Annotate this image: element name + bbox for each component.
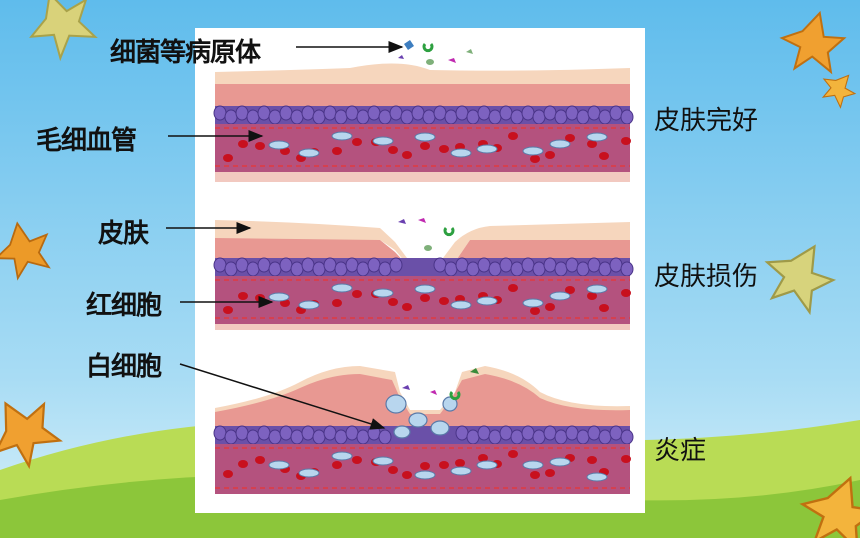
leaf-icon xyxy=(0,401,63,470)
pathogen-label: 细菌等病原体 xyxy=(110,38,261,68)
wbc-label: 白细胞 xyxy=(86,352,162,382)
skin-label: 皮肤 xyxy=(98,219,149,249)
capillary-label: 毛细血管 xyxy=(36,126,137,156)
leaf-icon xyxy=(799,475,860,538)
leaf-icon xyxy=(0,221,51,281)
leaf-icon xyxy=(779,10,847,75)
wbc-arrow xyxy=(179,363,386,430)
leaf-icon xyxy=(29,0,98,62)
intact-skin-label: 皮肤完好 xyxy=(654,106,759,136)
rbc-label: 红细胞 xyxy=(86,291,162,321)
damaged-skin-diagram xyxy=(213,218,634,330)
leaf-icon xyxy=(764,244,837,316)
inflammation-diagram xyxy=(213,366,634,494)
leaf-icon xyxy=(821,74,857,109)
intact-skin-diagram xyxy=(213,40,634,182)
damaged-skin-label: 皮肤损伤 xyxy=(654,262,759,292)
inflammation-label: 炎症 xyxy=(654,436,707,466)
